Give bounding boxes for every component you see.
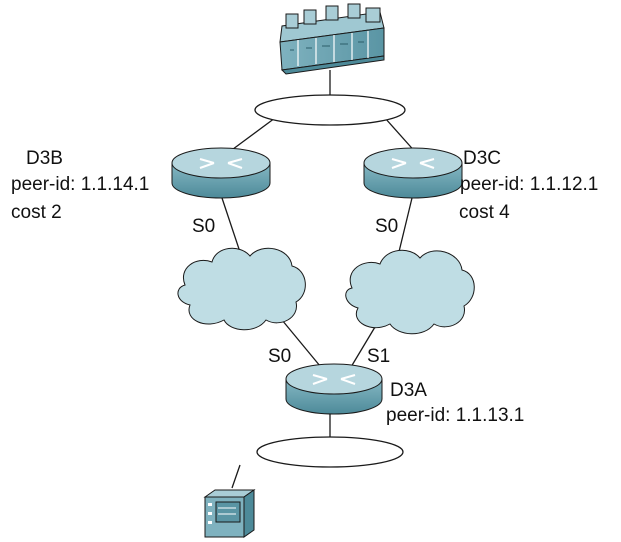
d3a-name-label: D3A	[390, 380, 427, 401]
router-d3a-icon	[285, 363, 383, 415]
link-d3c-cloud-right	[396, 197, 413, 261]
d3a-peer-id-label: peer-id: 1.1.13.1	[386, 405, 525, 426]
d3c-cost-label: cost 4	[459, 202, 510, 223]
d3c-name-label: D3C	[463, 148, 502, 169]
router-d3b-icon	[171, 147, 271, 199]
d3b-s0-port-label: S0	[192, 216, 216, 237]
link-cloud-right-d3a	[347, 321, 379, 373]
d3b-name-label: D3B	[26, 148, 63, 169]
links	[221, 70, 419, 489]
d3c-s0-port-label: S0	[375, 216, 399, 237]
d3c-peer-id-label: peer-id: 1.1.12.1	[460, 174, 599, 195]
link-lan-host	[231, 464, 241, 489]
lan-segment-top	[254, 94, 406, 126]
lan-segment-bottom	[256, 436, 404, 468]
d3b-cost-label: cost 2	[11, 202, 62, 223]
link-cloud-left-d3a	[281, 319, 326, 373]
router-d3c-icon	[363, 147, 463, 199]
host-icon	[203, 489, 256, 538]
d3b-peer-id-label: peer-id: 1.1.14.1	[11, 174, 150, 195]
d3a-s0-port-label: S0	[268, 346, 292, 367]
d3a-s1-port-label: S1	[367, 346, 391, 367]
cloud-left-icon	[177, 247, 306, 331]
link-d3b-cloud-left	[221, 197, 243, 259]
cloud-right-icon	[345, 249, 475, 335]
mainframe-icon	[279, 3, 385, 75]
